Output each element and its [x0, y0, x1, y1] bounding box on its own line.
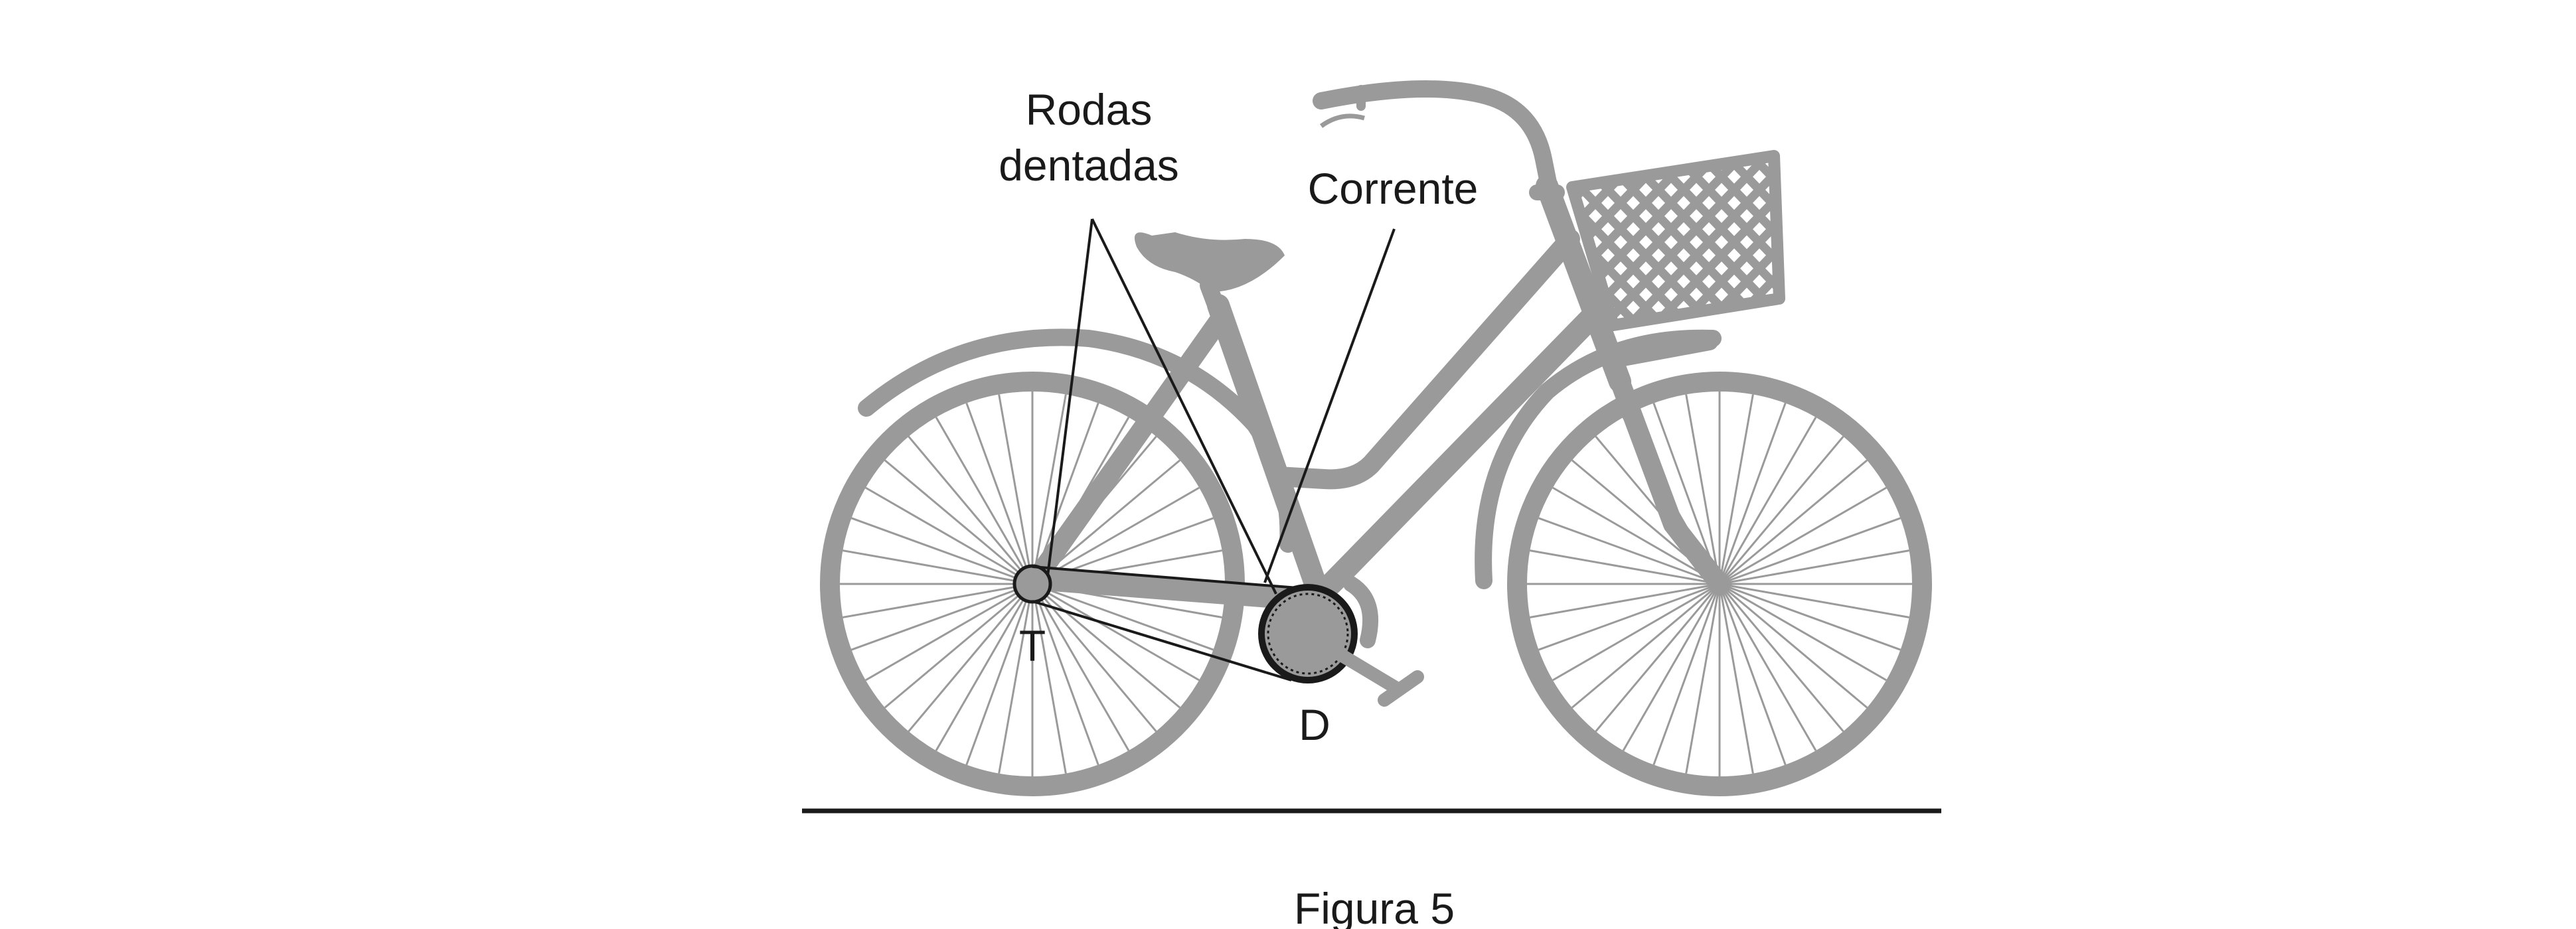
rear-spoke — [908, 583, 1034, 733]
front-spoke — [1685, 583, 1721, 774]
rear-spoke — [935, 417, 1034, 585]
front-spoke — [1718, 402, 1787, 585]
rear-spoke — [935, 583, 1034, 751]
basket-strand — [1695, 156, 1779, 325]
rear-spoke — [1032, 583, 1181, 709]
basket-strand — [1572, 156, 1647, 325]
rear-spoke — [843, 583, 1033, 618]
rear-spoke — [998, 394, 1034, 585]
basket-strand — [1720, 156, 1779, 325]
front-spoke — [1719, 486, 1887, 585]
basket-strand — [1799, 153, 1972, 332]
front-spoke — [1719, 583, 1909, 618]
front-spoke — [1571, 583, 1720, 709]
chain — [1032, 565, 1299, 681]
sprockets-label-line2: dentadas — [999, 141, 1179, 190]
rear-spoke — [843, 549, 1033, 585]
basket-strand — [1594, 156, 1773, 325]
rear-spoke — [865, 486, 1033, 585]
chain-label: Corrente — [1308, 164, 1479, 213]
rear-spoke — [1031, 583, 1130, 751]
bicycle-frame — [1022, 175, 1730, 648]
rear-spoke — [965, 583, 1034, 766]
rear-spoke — [884, 459, 1033, 585]
rear-spoke — [1031, 583, 1099, 766]
basket-strand — [1875, 153, 2048, 332]
rear-spoke — [865, 583, 1033, 681]
leader-lines — [1046, 218, 1396, 595]
rear-spoke — [1031, 394, 1067, 585]
front-spoke — [1530, 549, 1720, 585]
basket-strand — [1572, 156, 1698, 325]
front-spoke — [1719, 583, 1887, 681]
front-spoke — [1685, 394, 1721, 585]
basket-strand — [1572, 156, 1647, 325]
rear-spoke — [1032, 583, 1214, 651]
rear-spoke — [965, 402, 1034, 585]
basket-strand — [1850, 153, 2022, 332]
crank-pedal — [1305, 630, 1424, 707]
front-spoke — [1719, 517, 1901, 585]
front-spoke — [1719, 549, 1909, 585]
basket-strand — [1771, 156, 1779, 325]
front-spoke — [1552, 583, 1720, 681]
front-spoke — [1718, 417, 1817, 585]
rear-wheel-spokes — [840, 392, 1225, 776]
saddle — [1134, 232, 1285, 292]
front-spoke — [1622, 583, 1721, 751]
basket-strand — [1670, 156, 1779, 325]
basket-strand — [1799, 153, 1972, 332]
front-wheel — [1507, 372, 1932, 796]
front-spoke — [1538, 517, 1720, 585]
figure-caption: Figura 5 — [1294, 884, 1455, 929]
rear-wheel — [820, 372, 1245, 796]
front-spoke — [1538, 583, 1720, 651]
basket-strand — [1824, 153, 1997, 332]
basket-strand — [1925, 153, 2098, 332]
front-spoke — [1530, 583, 1720, 618]
basket-strand — [1824, 153, 1997, 332]
front-spoke — [1718, 583, 1787, 766]
rear-spoke — [850, 583, 1033, 651]
basket-strand — [1925, 153, 2098, 332]
front-spoke — [1718, 583, 1754, 774]
front-spoke — [1718, 394, 1754, 585]
front-spoke — [1552, 486, 1720, 585]
front-spoke — [1652, 583, 1721, 766]
front-spoke — [1719, 583, 1868, 709]
basket-strand — [1771, 156, 1779, 325]
rear-sprocket-label: T — [1019, 621, 1046, 670]
front-spoke — [1595, 583, 1721, 733]
front-wheel-spokes — [1527, 392, 1912, 776]
rear-spoke — [908, 435, 1034, 585]
rear-spoke — [850, 517, 1033, 585]
basket-strand — [1619, 156, 1779, 325]
sprockets-label-line1: Rodas — [1026, 85, 1153, 134]
front-sprocket-label: D — [1299, 700, 1330, 749]
front-spoke — [1719, 583, 1901, 651]
basket — [1566, 150, 2098, 332]
basket-strand — [1900, 153, 2073, 332]
rear-spoke — [884, 583, 1033, 709]
front-spoke — [1719, 459, 1868, 585]
basket-strand — [1695, 156, 1779, 325]
rear-sprocket — [1012, 564, 1052, 604]
basket-strand — [1645, 156, 1779, 325]
front-spoke — [1718, 583, 1817, 751]
basket-strand — [1720, 156, 1779, 325]
basket-strand — [1875, 153, 2048, 332]
front-spoke — [1718, 583, 1844, 733]
rear-spoke — [1032, 583, 1200, 681]
basket-strand — [1850, 153, 2022, 332]
rear-spoke — [998, 583, 1034, 774]
front-spoke — [1718, 435, 1844, 585]
basket-strand — [1900, 153, 2073, 332]
rear-spoke — [1031, 583, 1067, 774]
front-fender — [1475, 329, 1722, 589]
handlebar — [1313, 80, 1565, 201]
